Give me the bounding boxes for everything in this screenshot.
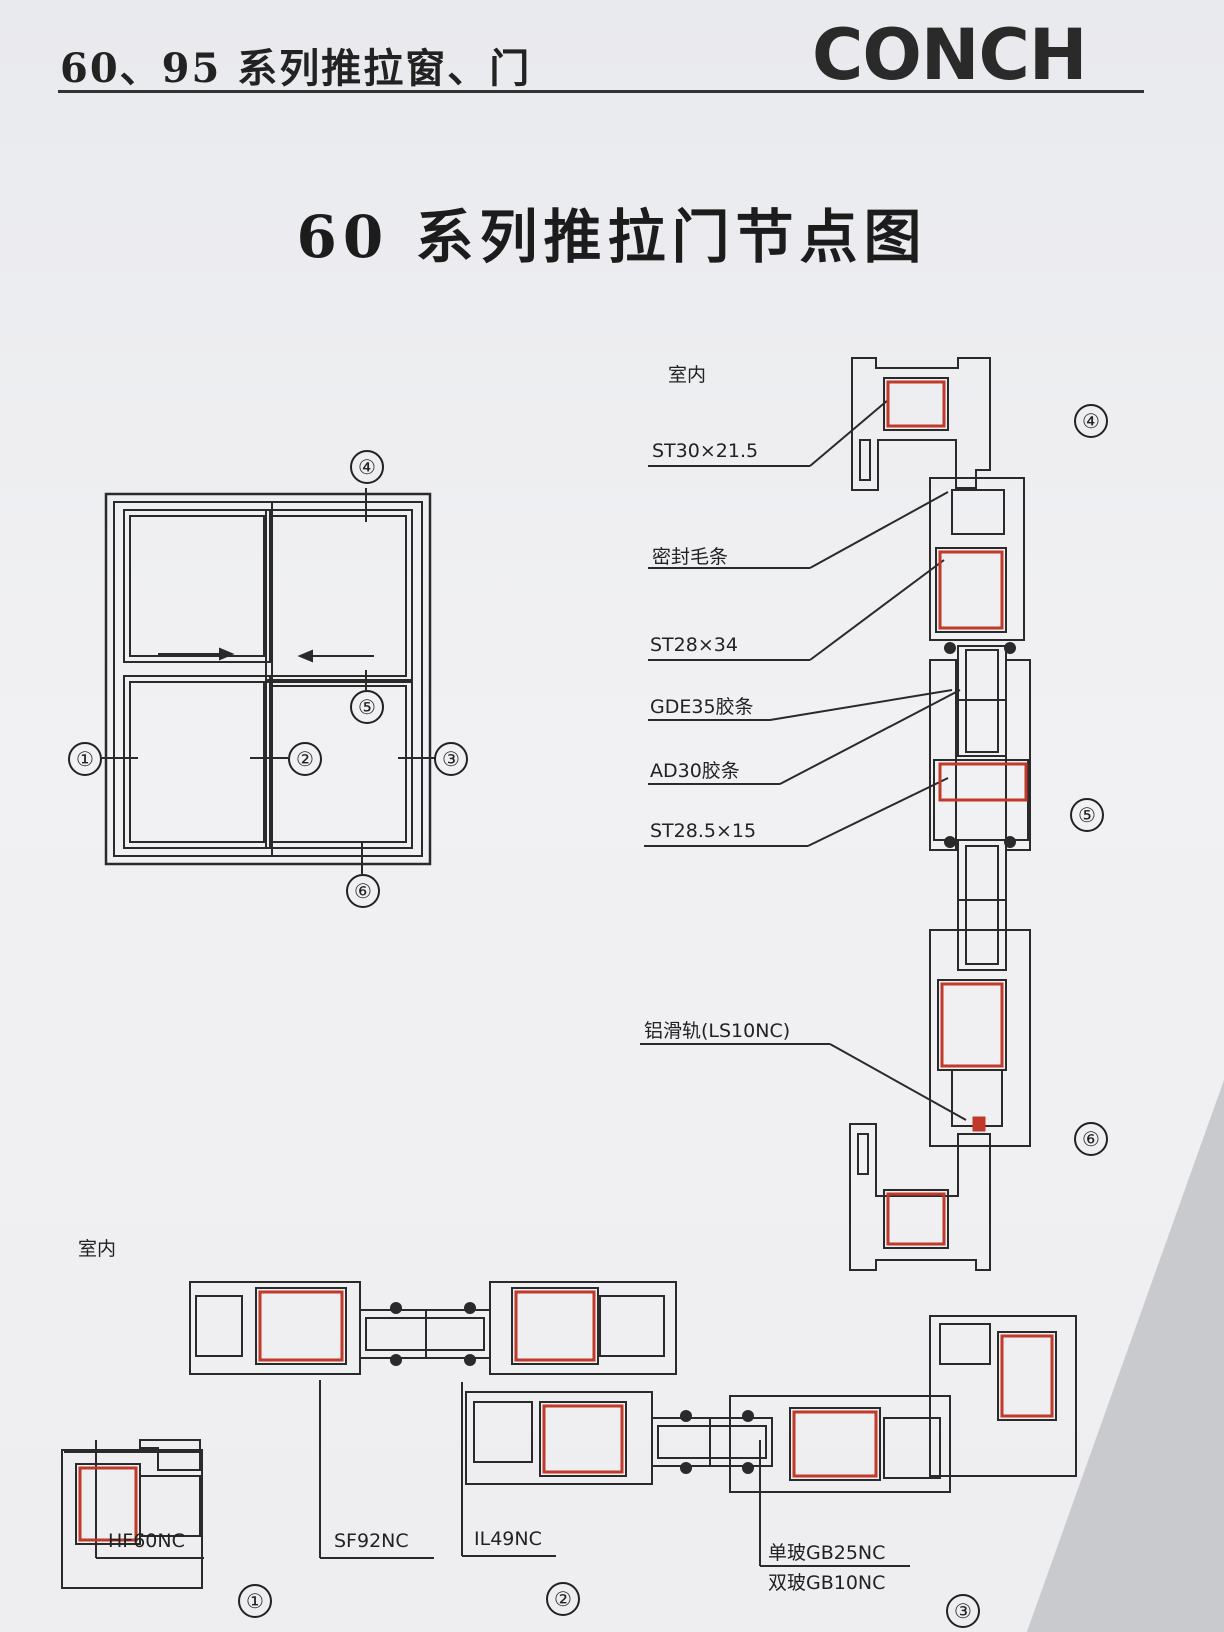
label-sf92nc: SF92NC [334,1530,409,1552]
label-gde35: GDE35胶条 [650,696,754,718]
indoor-label-horizontal: 室内 [78,1238,117,1260]
horizontal-section [61,1281,1077,1589]
label-st28-5x15: ST28.5×15 [650,820,757,842]
label-ad30: AD30胶条 [650,760,740,782]
indoor-label-vertical: 室内 [668,364,707,386]
brand-logo: CONCH [812,14,1087,96]
marker-4-elevation: ④ [350,450,384,484]
steel-reinforcement [78,380,1054,1542]
label-single-glass: 单玻GB25NC [768,1542,886,1564]
marker-2-elevation: ② [288,742,322,776]
marker-5-section: ⑤ [1070,798,1104,832]
vertical-section [640,357,1031,1271]
label-hf60nc: HF60NC [108,1530,185,1552]
marker-3-horizontal: ③ [946,1594,980,1628]
label-seal-brush: 密封毛条 [652,546,729,568]
header-title: 60、95 系列推拉窗、门 [60,45,532,92]
label-aluminium-rail: 铝滑轨(LS10NC) [644,1020,791,1042]
gasket-seals [390,642,1016,1474]
label-il49nc: IL49NC [474,1528,542,1550]
label-st28x34: ST28×34 [650,634,738,656]
page-title: 60 系列推拉门节点图 [296,203,928,271]
marker-3-elevation: ③ [434,742,468,776]
marker-6-section: ⑥ [1074,1122,1108,1156]
header-rule [58,90,1144,93]
label-double-glass: 双玻GB10NC [768,1572,886,1594]
marker-6-elevation: ⑥ [346,874,380,908]
marker-5-elevation: ⑤ [350,690,384,724]
door-elevation [102,488,436,874]
page-edge-shadow [1024,1080,1224,1632]
marker-4-section: ④ [1074,404,1108,438]
marker-1-horizontal: ① [238,1584,272,1618]
label-st30: ST30×21.5 [652,440,759,462]
marker-2-horizontal: ② [546,1582,580,1616]
marker-1-elevation: ① [68,742,102,776]
